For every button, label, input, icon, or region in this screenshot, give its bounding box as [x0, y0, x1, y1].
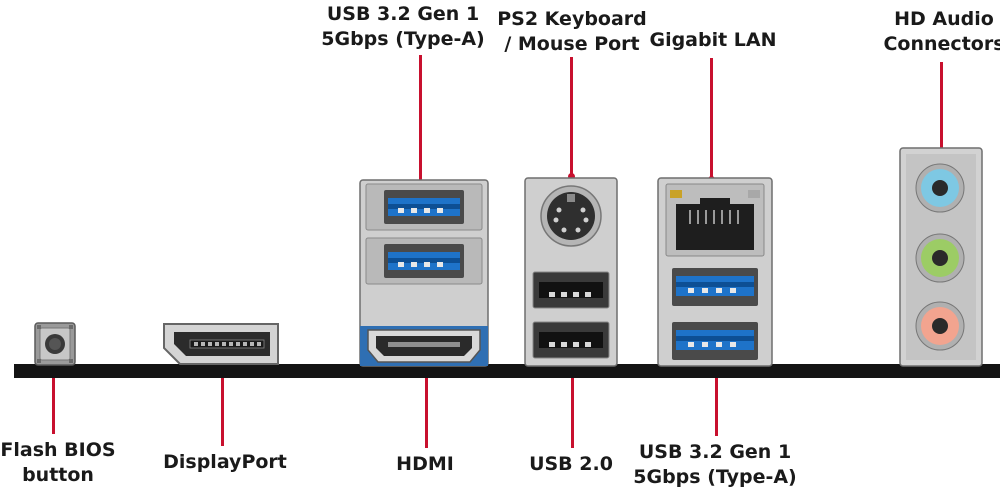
audio-jack-icon	[915, 233, 965, 283]
usb20-label: USB 2.0	[529, 453, 613, 475]
audio-jack-icon	[915, 301, 965, 351]
usb-a-icon	[672, 268, 758, 306]
usb-hdmi-stack	[359, 179, 489, 367]
usb32-stack-leader	[419, 55, 422, 183]
lan-leader	[710, 58, 713, 180]
flash-bios-leader	[52, 370, 55, 434]
displayport-icon	[163, 323, 279, 365]
usb32-lan-label: USB 3.2 Gen 1 5Gbps (Type-A)	[633, 441, 797, 488]
ps2-leader	[570, 57, 573, 177]
audio-panel	[899, 147, 983, 367]
ps2-usb20-stack	[524, 177, 618, 367]
usb32-lan-leader	[715, 370, 718, 436]
usb-a-icon	[384, 244, 464, 278]
ps2-leader-dot	[568, 173, 575, 180]
displayport-leader	[221, 370, 224, 446]
hdmi-icon	[367, 329, 481, 363]
ps2-label: PS2 Keyboard / Mouse Port	[497, 8, 647, 55]
audio-leader	[940, 62, 943, 158]
usb32-stack-label: USB 3.2 Gen 1 5Gbps (Type-A)	[321, 3, 485, 50]
flash-bios-label: Flash BIOS button	[0, 439, 116, 486]
rj45-icon	[665, 183, 765, 257]
hdmi-leader	[425, 370, 428, 448]
audio-label: HD Audio Connectors	[883, 8, 1000, 55]
usb20-leader	[571, 370, 574, 448]
audio-jack-icon	[915, 163, 965, 213]
lan-label: Gigabit LAN	[649, 29, 777, 51]
usb-a-icon	[532, 271, 610, 309]
usb-a-icon	[532, 321, 610, 359]
hdmi-label: HDMI	[396, 453, 454, 475]
ps2-port-icon	[540, 185, 602, 247]
usb-a-icon	[384, 190, 464, 224]
motherboard-edge	[14, 364, 1000, 378]
displayport-label: DisplayPort	[163, 451, 287, 473]
lan-usb32-stack	[657, 177, 773, 367]
usb-a-icon	[672, 322, 758, 360]
push-button-icon	[34, 322, 76, 366]
